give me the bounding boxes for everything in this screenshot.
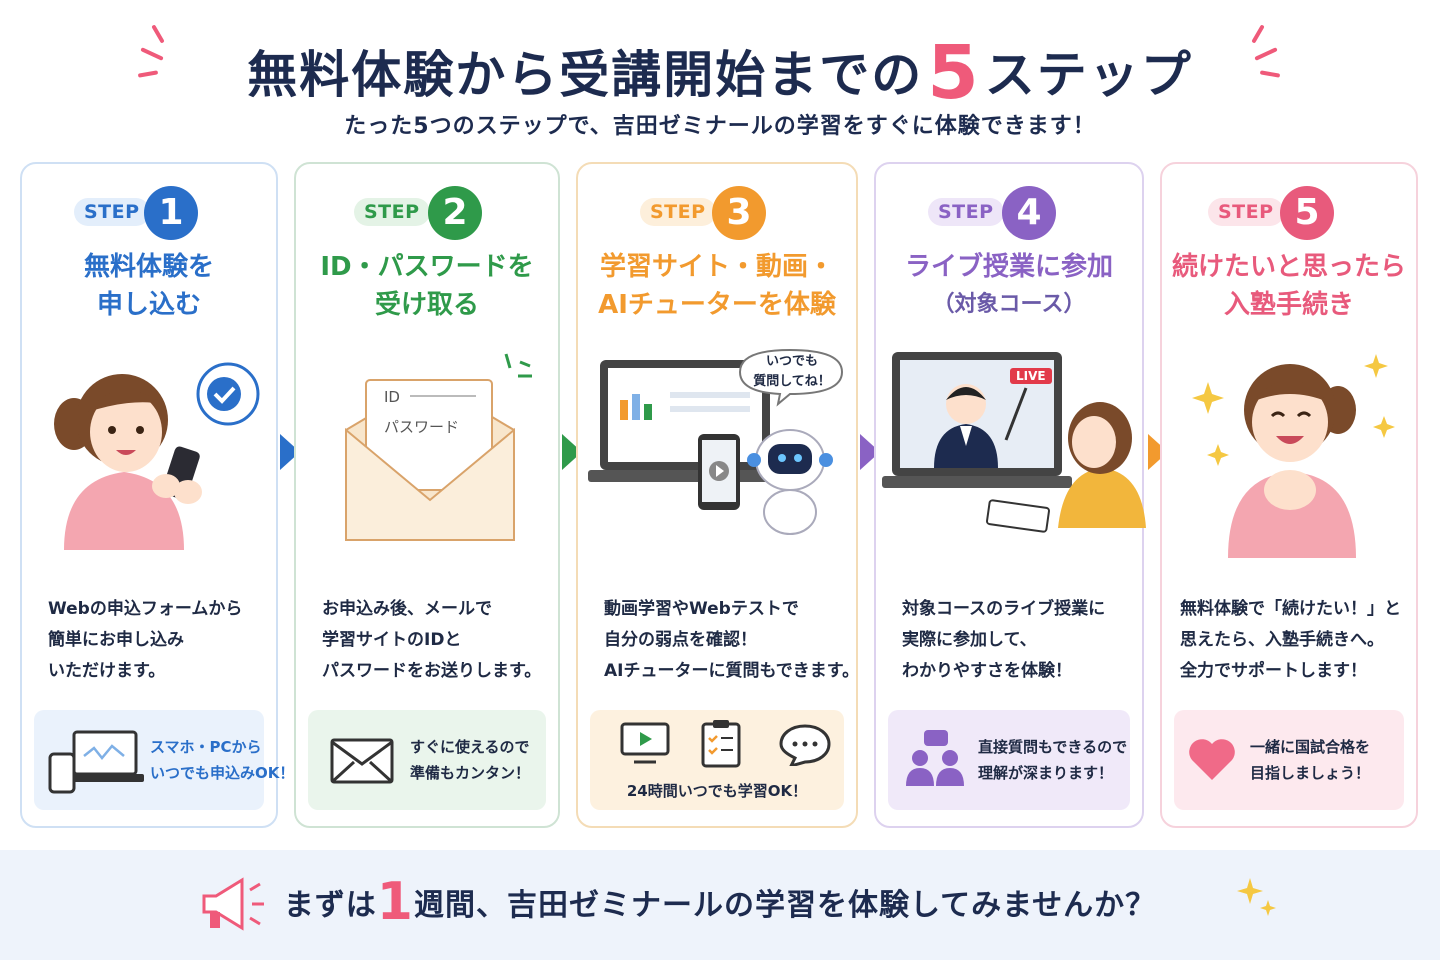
step-description: お申込み後、メールで学習サイトのIDとパスワードをお送りします。 — [322, 599, 542, 681]
step-label: STEP — [928, 198, 1004, 226]
step-number: 5 — [1280, 186, 1334, 240]
page-subtitle: たった5つのステップで、吉田ゼミナールの学習をすぐに体験できます！ — [344, 114, 1096, 139]
live-badge: LIVE — [1010, 368, 1052, 384]
laptop-phone-icon — [48, 730, 144, 794]
live-lesson-icon: LIVE — [876, 340, 1146, 580]
laptop-robot-icon: いつでも質問してね！ — [578, 340, 856, 580]
step-title: ライブ授業に参加（対象コース） — [904, 252, 1113, 317]
step-header: STEP 1 — [22, 186, 276, 240]
step-card-2: STEP 2 ID・パスワードを受け取る ID パスワード お申込み後、メールで… — [294, 162, 560, 828]
step-label: STEP — [1208, 198, 1284, 226]
step-number: 2 — [428, 186, 482, 240]
sparkle-icon — [1237, 878, 1276, 916]
step-number: 3 — [712, 186, 766, 240]
step-description: Webの申込フォームから簡単にお申し込みいただけます。 — [48, 599, 243, 681]
envelope-letter-icon: ID パスワード — [296, 340, 558, 580]
heart-icon — [1189, 739, 1235, 780]
megaphone-icon — [202, 877, 264, 931]
clipboard-icon — [701, 720, 741, 768]
step-description: 無料体験で「続けたい！」と思えたら、入塾手続きへ。全力でサポートします！ — [1180, 599, 1401, 681]
people-chat-icon — [906, 730, 964, 786]
step-description: 対象コースのライブ授業に実際に参加して、わかりやすさを体験！ — [902, 599, 1106, 681]
mail-icon — [330, 738, 394, 784]
sparkle-right-icon — [1244, 24, 1284, 78]
step-header: STEP 2 — [296, 186, 558, 240]
chat-icon — [779, 724, 831, 766]
step-description: 動画学習やWebテストで自分の弱点を確認！AIチューターに質問もできます。 — [604, 599, 860, 681]
step-note: スマホ・PCからいつでも申込みOK！ — [34, 710, 294, 810]
step-note: 直接質問もできるので理解が深まります！ — [888, 710, 1130, 810]
page-title: 無料体験から受講開始までの5ステップ — [247, 30, 1193, 116]
step-note: 24時間いつでも学習OK！ — [590, 710, 844, 810]
page-header: 無料体験から受講開始までの5ステップ たった5つのステップで、吉田ゼミナールの学… — [0, 0, 1440, 160]
illus-id-label: ID — [384, 388, 400, 406]
step-note: すぐに使えるので準備もカンタン！ — [308, 710, 546, 810]
robot-speech-bubble: いつでも質問してね！ — [753, 354, 831, 389]
step-header: STEP 5 — [1162, 186, 1416, 240]
video-icon — [620, 722, 670, 764]
step-title: 無料体験を申し込む — [83, 252, 214, 320]
step-label: STEP — [640, 198, 716, 226]
step-label: STEP — [74, 198, 150, 226]
step-title: ID・パスワードを受け取る — [320, 252, 534, 320]
happy-woman-icon — [1162, 340, 1416, 580]
illus-password-label: パスワード — [384, 418, 460, 436]
step-title: 続けたいと思ったら入塾手続き — [1171, 252, 1406, 320]
step-card-4: STEP 4 ライブ授業に参加（対象コース） LIVE 対象コースのライブ授業に… — [874, 162, 1146, 828]
step-card-1: STEP 1 無料体験を申し込む Webの申込フォームから簡単にお申し込みいただ… — [20, 162, 294, 828]
step-card-5: STEP 5 続けたいと思ったら入塾手続き 無料体験で「続けたい！」と思えたら、… — [1160, 162, 1418, 828]
footer-banner: まずは1週間、吉田ゼミナールの学習を体験してみませんか？ — [0, 850, 1440, 960]
woman-smartphone-icon — [22, 340, 276, 580]
step-note: 一緒に国試合格を目指しましょう！ — [1174, 710, 1404, 810]
step-label: STEP — [354, 198, 430, 226]
step-card-3: STEP 3 学習サイト・動画・AIチューターを体験 — [576, 162, 860, 828]
step-number: 4 — [1002, 186, 1056, 240]
footer-cta: まずは1週間、吉田ゼミナールの学習を体験してみませんか？ — [283, 872, 1157, 932]
step-header: STEP 3 — [578, 186, 856, 240]
step-title: 学習サイト・動画・AIチューターを体験 — [598, 252, 836, 320]
step-number: 1 — [144, 186, 198, 240]
step-header: STEP 4 — [876, 186, 1142, 240]
